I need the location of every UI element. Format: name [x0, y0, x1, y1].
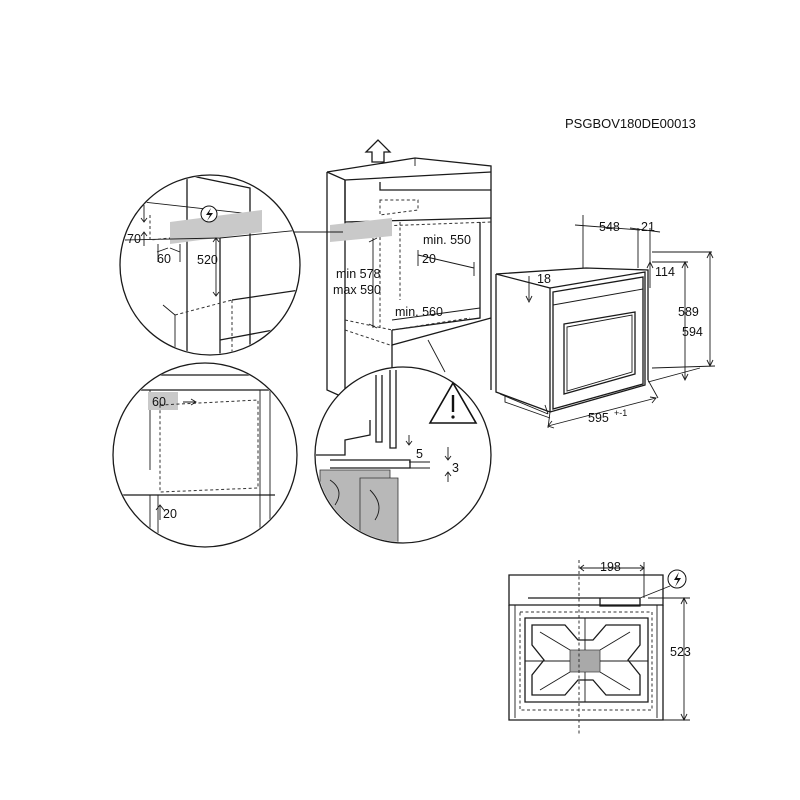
label-20-top: 20	[422, 252, 436, 266]
label-21: 21	[641, 220, 655, 234]
label-595: 595	[588, 411, 609, 425]
detail-circle-bottom: 5 3	[314, 366, 492, 544]
oven-top-view: 198 523	[508, 560, 691, 735]
cabinet-drawing: min. 550 20 min 578 max 590 min. 560	[293, 139, 492, 399]
label-548: 548	[599, 220, 620, 234]
label-520: 520	[197, 253, 218, 267]
oven-drawing: 548 21 18 114 589 594 595 +-1	[495, 215, 716, 429]
electric-bolt-icon	[667, 569, 687, 589]
document-code: PSGBOV180DE00013	[565, 116, 696, 131]
warning-triangle-icon	[428, 381, 478, 424]
label-min-550: min. 550	[423, 233, 471, 247]
label-523: 523	[670, 645, 691, 659]
label-594: 594	[682, 325, 703, 339]
label-60-left: 60	[152, 395, 166, 409]
electric-bolt-icon	[200, 205, 218, 223]
label-min-560: min. 560	[395, 305, 443, 319]
label-198: 198	[600, 560, 621, 574]
label-70: 70	[127, 232, 141, 246]
detail-circle-top: 70 60 520	[119, 174, 301, 356]
label-5: 5	[416, 447, 423, 461]
label-18: 18	[537, 272, 551, 286]
label-589: 589	[678, 305, 699, 319]
label-595-tolerance: +-1	[614, 408, 627, 418]
up-arrow-icon	[364, 139, 392, 163]
detail-circle-left: 60 20	[112, 362, 298, 548]
label-3: 3	[452, 461, 459, 475]
label-min-578: min 578	[336, 267, 381, 281]
label-114: 114	[655, 265, 675, 279]
label-60-top: 60	[157, 252, 171, 266]
label-20-left: 20	[163, 507, 177, 521]
label-max-590: max 590	[333, 283, 381, 297]
